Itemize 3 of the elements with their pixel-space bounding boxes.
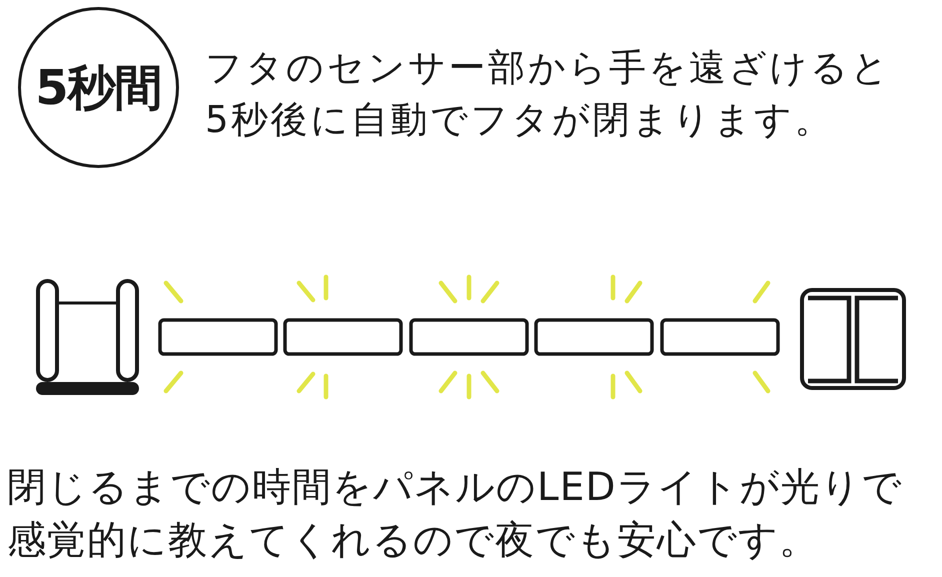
description-text: 閉じるまでの時間をパネルのLEDライトが光りで感覚的に教えてくれるので夜でも安心です。: [7, 464, 904, 565]
duration-text: 5秒間: [35, 64, 162, 112]
description-text: フタのセンサー部から手を遠ざけると5秒後に自動でフタが閉まります。: [205, 45, 892, 143]
